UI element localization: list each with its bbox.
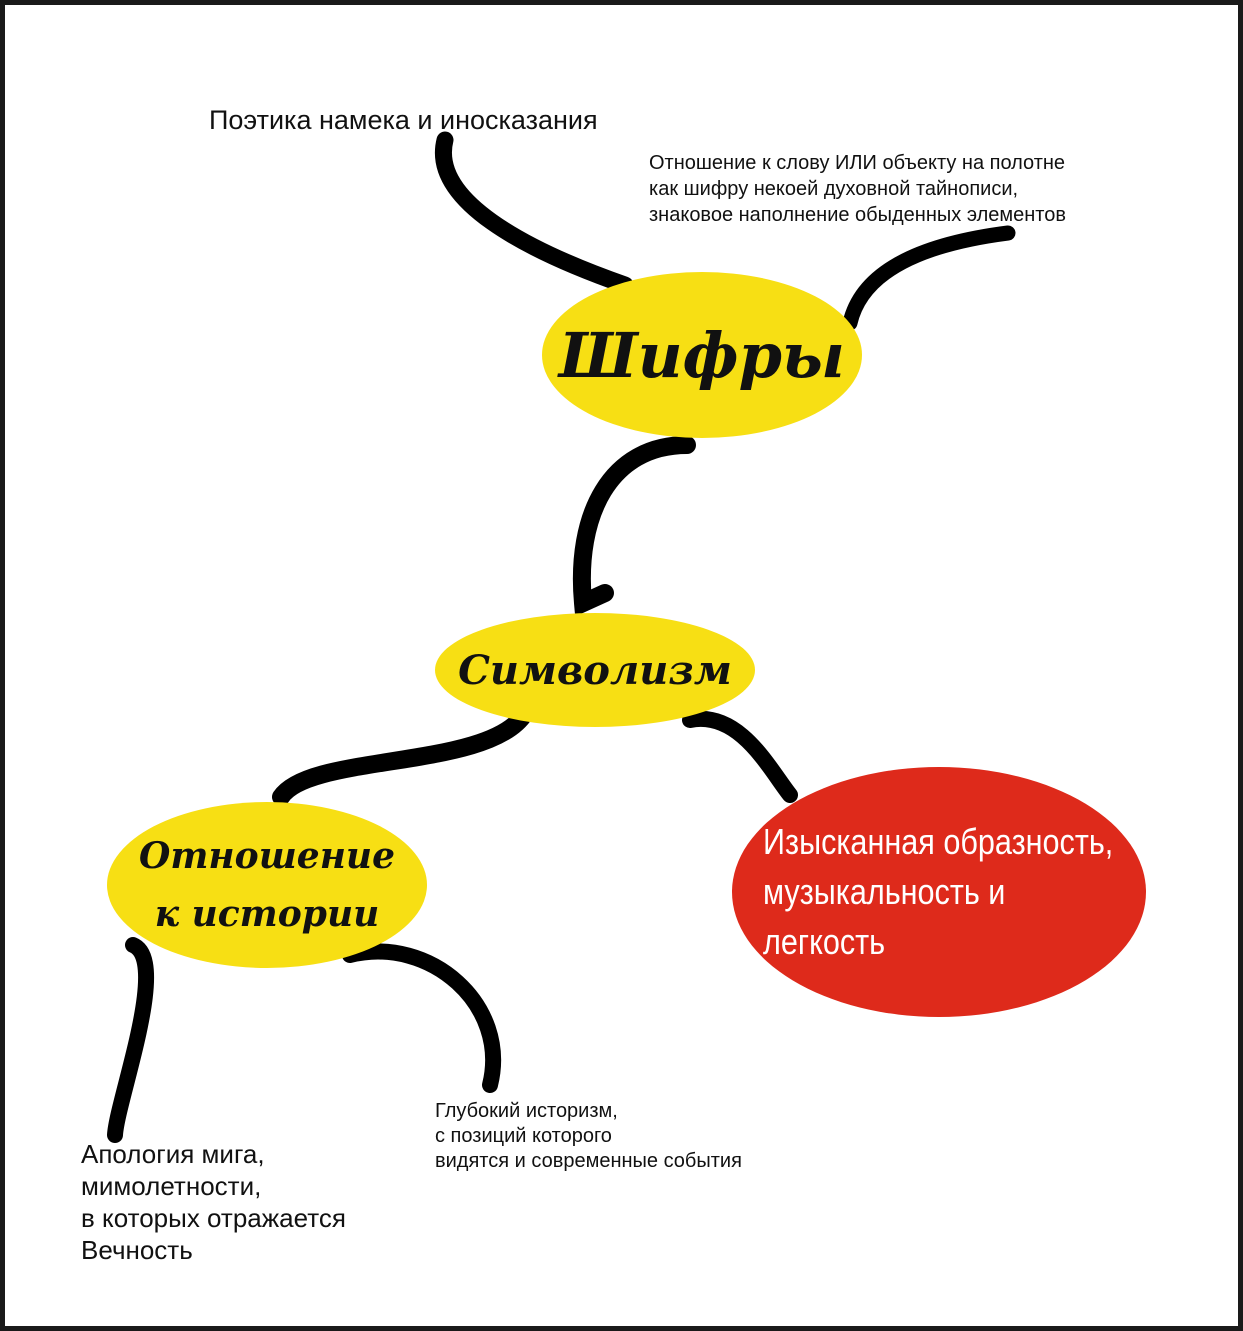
- connector-ciphers-symbolism: [573, 436, 696, 617]
- node-imagery: Изысканная образность, музыкальность и л…: [732, 767, 1146, 1017]
- node-symbolism-label: Символизм: [458, 646, 732, 694]
- label-apology: Апология мига, мимолетности, в которых о…: [81, 1139, 346, 1265]
- connector-symbolism-history: [272, 704, 534, 806]
- connectors: [107, 131, 1016, 1143]
- node-history: Отношение к истории: [107, 802, 427, 968]
- label-cipher-relation: Отношение к слову ИЛИ объекту на полотне…: [649, 152, 1066, 226]
- label-hint-poetics: Поэтика намека и иносказания: [209, 105, 598, 135]
- connector-cipher-relation: [842, 225, 1016, 331]
- node-symbolism: Символизм: [435, 613, 755, 727]
- label-deep-historism: Глубокий историзм, с позиций которого ви…: [435, 1100, 742, 1172]
- connector-hint: [434, 131, 634, 294]
- node-imagery-label: Изысканная образность, музыкальность и л…: [763, 821, 1114, 962]
- node-ciphers-label: Шифры: [558, 318, 846, 392]
- connector-symbolism-imagery: [682, 710, 798, 803]
- connector-history-historism: [342, 943, 502, 1093]
- node-history-label: Отношение к истории: [138, 835, 396, 935]
- node-ciphers: Шифры: [542, 272, 862, 438]
- connector-history-apology: [107, 937, 155, 1143]
